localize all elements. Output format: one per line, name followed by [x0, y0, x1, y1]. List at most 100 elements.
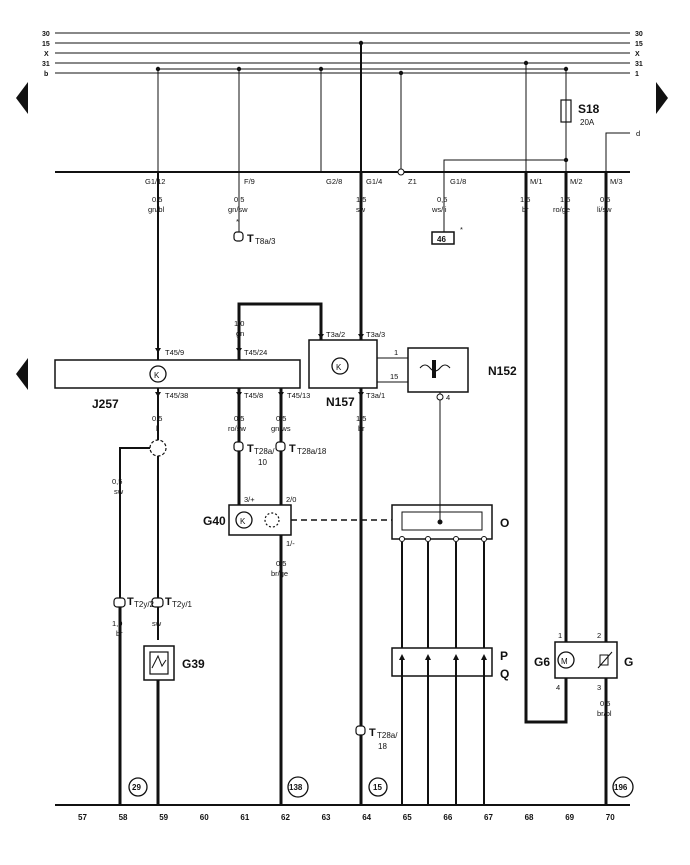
ref-29: 29 — [132, 783, 141, 792]
wire-br-color: br — [522, 205, 529, 214]
pin-t45-38: T45/38 — [165, 391, 188, 400]
component-n152: 1 15 N152 4 — [377, 347, 517, 515]
wire-ws-li-size: 0,5 — [437, 195, 447, 204]
q-label: Q — [500, 667, 509, 681]
wire-sw3-color: sw — [152, 619, 162, 628]
ref-196: 196 — [614, 783, 628, 792]
g39-label: G39 — [182, 657, 205, 671]
connector-t28a18: T28a/18 — [297, 447, 327, 456]
fuse-s18-rating: 20A — [580, 118, 595, 127]
g-pin-2: 2 — [597, 631, 601, 640]
connector-t28a18b-t: T — [369, 727, 376, 739]
wire-sw-size: 1,5 — [356, 195, 366, 204]
wire-gn-size: 1,0 — [234, 319, 244, 328]
bus-label-30: 30 — [42, 31, 50, 38]
j257-k-symbol: K — [154, 371, 160, 380]
terminal-z1: Z1 — [408, 177, 417, 186]
bus-label-right-15: 15 — [635, 41, 643, 48]
wire-br-size: 1,5 — [520, 195, 530, 204]
control-unit-j257: K J257 T45/9 T45/24 T45/38 T45/8 T45/13 — [54, 348, 310, 411]
wire-sw2-size: 0,5 — [112, 477, 122, 486]
terminal-g1-12: G1/12 — [145, 177, 165, 186]
fuel-pump-motor-icon — [557, 651, 575, 669]
wire-gn-bl-size: 0,5 — [152, 195, 162, 204]
wire-br-ge-color: br/ge — [271, 569, 288, 578]
page-next-arrow-icon[interactable] — [656, 82, 668, 114]
g40-pin-1: 1/- — [286, 539, 295, 548]
vertical-wires: 0,5 gn/bl 0,5 gn/sw * T T8a/3 1,5 sw 0,5… — [148, 172, 612, 724]
terminal-m2: M/2 — [570, 177, 583, 186]
connector-t28a10-pin: 10 — [258, 458, 267, 467]
terminal-d: d — [636, 129, 640, 138]
track-number-67: 67 — [484, 813, 493, 822]
connector-t8a: T8a/3 — [255, 237, 276, 246]
wire-br-ge-size: 0,5 — [276, 559, 286, 568]
wire-br3-size: 1,0 — [112, 619, 122, 628]
terminal-m1: M/1 — [530, 177, 543, 186]
continue-left-arrow-icon[interactable] — [16, 358, 28, 390]
n157-k-symbol: K — [336, 363, 342, 372]
page-prev-arrow-icon[interactable] — [16, 82, 28, 114]
terminal-labels: G1/12 F/9 G2/8 G1/4 Z1 G1/8 M/1 M/2 M/3 — [145, 177, 623, 186]
fuse-s18-label: S18 — [578, 102, 600, 116]
track-number-58: 58 — [119, 813, 128, 822]
wire-gn-ws-color: gn/ws — [271, 424, 291, 433]
bus-label-15: 15 — [42, 41, 50, 48]
g6-pin-1: 1 — [558, 631, 562, 640]
track-number-68: 68 — [525, 813, 534, 822]
pin-t45-13: T45/13 — [287, 391, 310, 400]
wire-br-bl-size: 0,5 — [600, 699, 610, 708]
track-number-69: 69 — [565, 813, 574, 822]
connector-t8a-t: T — [247, 233, 254, 245]
n157-label: N157 — [326, 395, 355, 409]
g40-pin-3: 3/+ — [244, 495, 255, 504]
pin-t3a-2: T3a/2 — [326, 330, 345, 339]
reference-markers: 29 138 15 196 — [128, 776, 634, 798]
connector-t2y1: T2y/1 — [172, 600, 193, 609]
wire-d — [605, 132, 630, 172]
component-p-q: P Q — [391, 647, 509, 681]
track-number-65: 65 — [403, 813, 412, 822]
connector-t2y1-t: T — [165, 596, 172, 608]
g-pin-3: 3 — [597, 683, 601, 692]
g6-label: G6 — [534, 655, 550, 669]
bus-label-b: b — [44, 71, 48, 78]
pin-t45-8: T45/8 — [244, 391, 263, 400]
connector-t8a-body — [233, 231, 244, 242]
n152-label: N152 — [488, 364, 517, 378]
fuel-pump-group: M G6 G 1 4 2 3 0,5 br/bl — [534, 631, 633, 805]
bus-label-right-30: 30 — [635, 31, 643, 38]
track-number-70: 70 — [606, 813, 615, 822]
wire-gn-group: 1,0 gn — [234, 302, 324, 360]
wire-ro-ge-size: 1,5 — [560, 195, 570, 204]
wire-gn — [237, 302, 323, 360]
track-number-61: 61 — [240, 813, 249, 822]
bus-lines: 30 15 X 31 b 30 15 X 31 1 — [42, 31, 643, 173]
o-label: O — [500, 516, 509, 530]
wire-li-color: li — [156, 424, 160, 433]
n152-pin-1: 1 — [394, 348, 398, 357]
wire-ro-ge-color: ro/ge — [553, 205, 570, 214]
track-number-64: 64 — [362, 813, 371, 822]
wire-ws-li-color: ws/li — [431, 205, 447, 214]
wire-gn-sw-size: 0,5 — [234, 195, 244, 204]
sensor-g39: T T2y/2 T T2y/1 1,0 br sw G39 — [112, 596, 205, 805]
wire-br2-color: br — [358, 424, 365, 433]
pin-t45-9: T45/9 — [165, 348, 184, 357]
ref-box-46 — [431, 231, 455, 245]
bus-label-x: X — [44, 51, 49, 58]
terminal-g2-8: G2/8 — [326, 177, 342, 186]
shield-junction — [149, 439, 167, 457]
g40-pin-2: 2/0 — [286, 495, 296, 504]
track-number-57: 57 — [78, 813, 87, 822]
wire-li-sw-color: li/sw — [597, 205, 612, 214]
ref-box-46-label: 46 — [437, 235, 446, 244]
connector-t28a10: T28a/ — [254, 447, 275, 456]
terminal-g1-4: G1/4 — [366, 177, 382, 186]
wire-ro-sw-color: ro/sw — [228, 424, 247, 433]
terminal-f9: F/9 — [244, 177, 255, 186]
wire-gn-ws-size: 0,5 — [276, 414, 286, 423]
wire-sw-color: sw — [356, 205, 366, 214]
connector-t28a10-t: T — [247, 443, 254, 455]
